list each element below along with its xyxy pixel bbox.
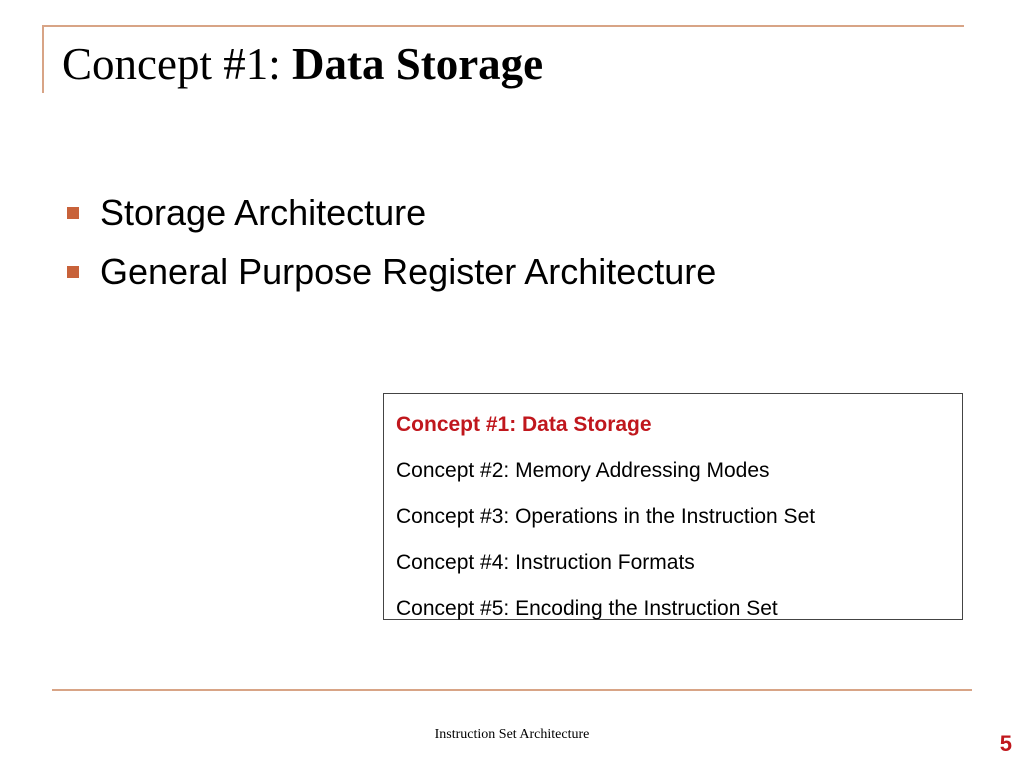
bullet-text: General Purpose Register Architecture xyxy=(100,251,717,292)
bullet-item: General Purpose Register Architecture xyxy=(64,247,716,306)
footer-text: Instruction Set Architecture xyxy=(434,727,590,742)
bullet-list: Storage Architecture General Purpose Reg… xyxy=(64,188,716,306)
outline-item-concept-3: Concept #3: Operations in the Instructio… xyxy=(396,505,816,528)
square-bullet-icon xyxy=(67,266,79,278)
outline-item-concept-5: Concept #5: Encoding the Instruction Set xyxy=(396,597,778,620)
title-main: Data Storage xyxy=(291,39,544,89)
bullet-text: Storage Architecture xyxy=(100,192,427,233)
square-bullet-icon xyxy=(67,207,79,219)
title-prefix: Concept #1: xyxy=(62,39,292,89)
bullet-item: Storage Architecture xyxy=(64,188,716,247)
outline-item-concept-2: Concept #2: Memory Addressing Modes xyxy=(396,459,770,482)
title-accent-top-line xyxy=(42,25,964,27)
title-accent-left-line xyxy=(42,25,44,93)
page-number: 5 xyxy=(999,731,1012,756)
outline-item-concept-1: Concept #1: Data Storage xyxy=(396,413,652,436)
footer-divider xyxy=(52,689,972,691)
concept-outline-box: Concept #1: Data Storage Concept #2: Mem… xyxy=(383,393,963,620)
outline-item-concept-4: Concept #4: Instruction Formats xyxy=(396,551,695,574)
page-title: Concept #1: Data Storage xyxy=(62,39,544,90)
